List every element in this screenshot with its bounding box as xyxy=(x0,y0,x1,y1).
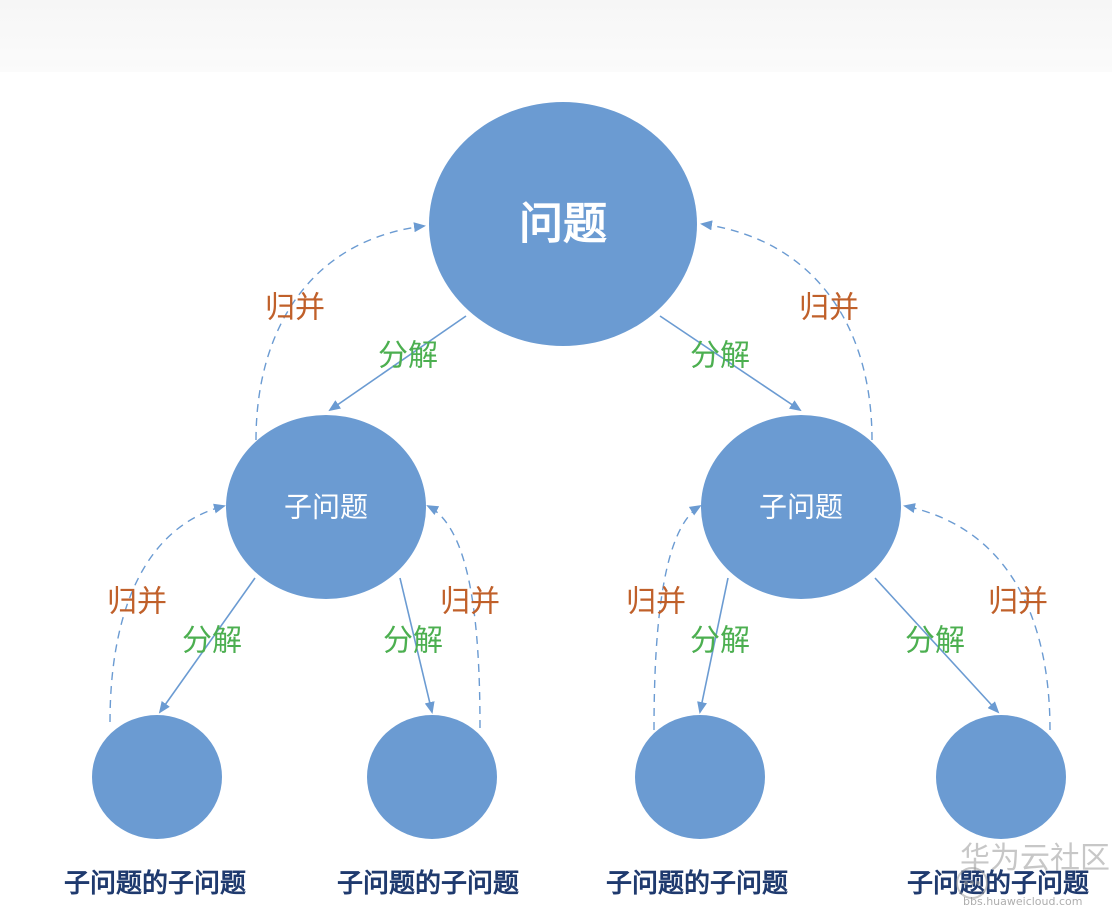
left-subproblem-label: 子问题 xyxy=(284,491,368,524)
split-label-root-right: 分解 xyxy=(690,339,750,374)
merge-label-leaf2-left: 归并 xyxy=(440,585,500,620)
watermark-text: 华为云社区 xyxy=(960,841,1110,876)
split-label-root-left: 分解 xyxy=(378,339,438,374)
merge-arrow-leaf4-right xyxy=(903,503,1051,731)
leaf-caption-4: 子问题的子问题 xyxy=(907,868,1089,899)
split-arrow-left-leaf1 xyxy=(158,577,256,714)
split-label-left-leaf1: 分解 xyxy=(182,624,242,659)
leaf-caption-3: 子问题的子问题 xyxy=(606,868,788,899)
root-node xyxy=(429,102,697,346)
watermark: 华为云社区 bbs.huaweicloud.com xyxy=(956,841,1110,908)
merge-arrow-leaf2-left xyxy=(426,505,481,729)
merge-label-leaf3-right: 归并 xyxy=(626,585,686,620)
right-subproblem-label: 子问题 xyxy=(759,491,843,524)
right-subproblem-node xyxy=(701,415,901,599)
split-label-right-leaf4: 分解 xyxy=(905,624,965,659)
leaf-caption-1: 子问题的子问题 xyxy=(64,868,246,899)
merge-label-leaf1-left: 归并 xyxy=(107,585,167,620)
split-arrow-right-leaf3 xyxy=(697,577,729,714)
merge-arrow-right-root xyxy=(700,220,873,441)
watermark-logo-icon xyxy=(956,867,988,899)
merge-arrow-leaf3-right xyxy=(653,504,702,731)
leaf-caption-2: 子问题的子问题 xyxy=(337,868,519,899)
split-label-left-leaf2: 分解 xyxy=(383,624,443,659)
merge-label-left-root: 归并 xyxy=(265,291,325,326)
leaf-node-1 xyxy=(92,715,222,839)
top-band xyxy=(0,0,1112,72)
leaf-node-4 xyxy=(936,715,1066,839)
split-label-right-leaf3: 分解 xyxy=(690,624,750,659)
merge-arrow-left-root xyxy=(255,222,426,441)
leaf-node-3 xyxy=(635,715,765,839)
split-arrow-left-leaf2 xyxy=(399,577,435,714)
watermark-url: bbs.huaweicloud.com xyxy=(963,895,1082,908)
split-arrow-root-right xyxy=(659,315,802,412)
merge-arrow-leaf1-left xyxy=(109,503,226,723)
split-arrow-root-left xyxy=(328,315,467,412)
leaf-node-2 xyxy=(367,715,497,839)
merge-label-leaf4-right: 归并 xyxy=(988,585,1048,620)
root-node-label: 问题 xyxy=(519,199,607,250)
merge-label-right-root: 归并 xyxy=(799,291,859,326)
left-subproblem-node xyxy=(226,415,426,599)
split-arrow-right-leaf4 xyxy=(874,577,1000,714)
